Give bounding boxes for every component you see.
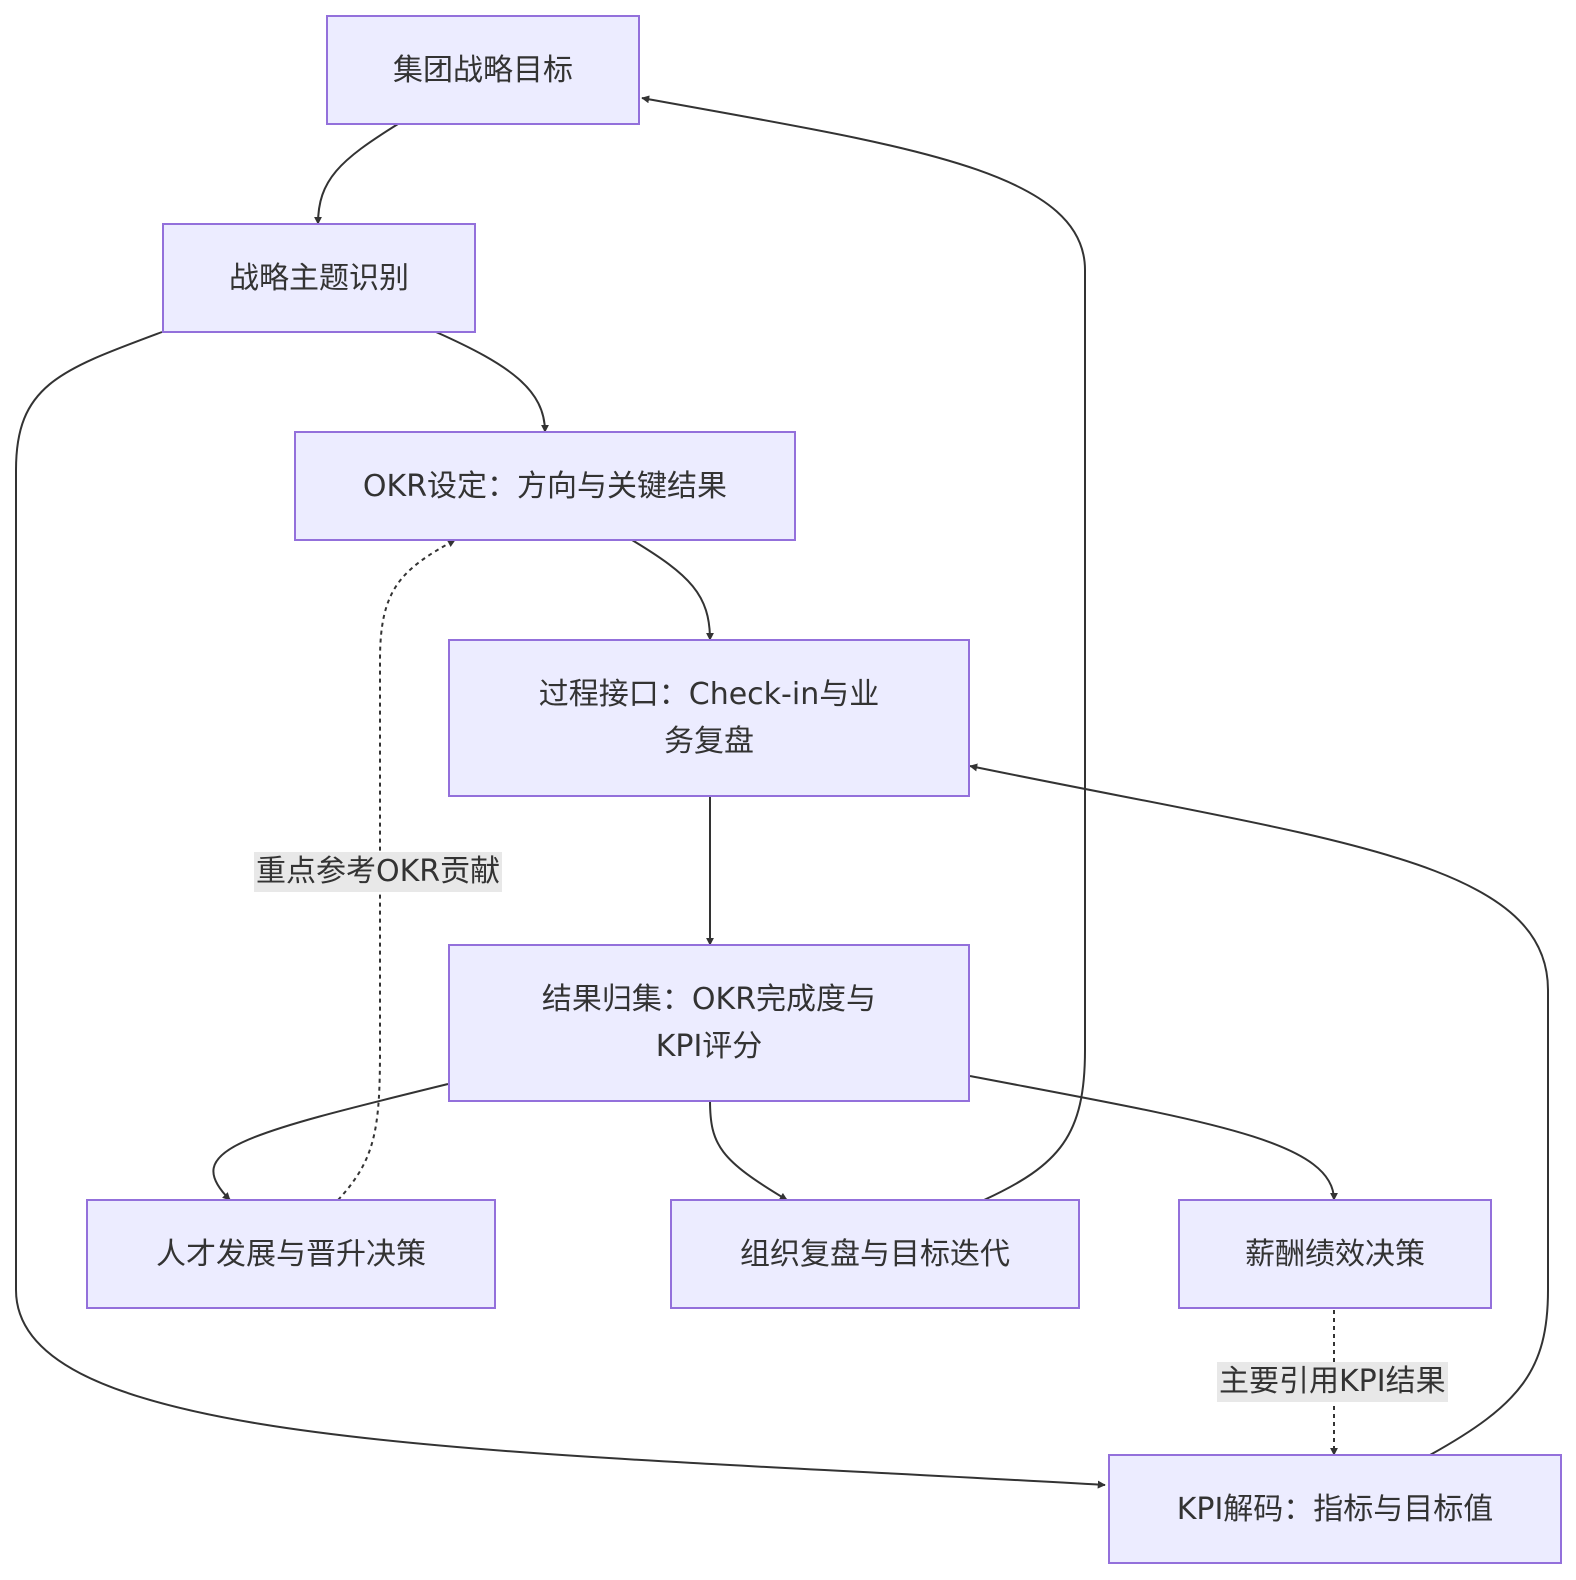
node-org-review[interactable]: 组织复盘与目标迭代 <box>670 1199 1080 1309</box>
edge-label-compensation-to-kpi: 主要引用KPI结果 <box>1217 1362 1448 1402</box>
node-theme-identification[interactable]: 战略主题识别 <box>162 223 476 333</box>
node-label: 战略主题识别 <box>229 260 409 296</box>
edge-result-to-talent <box>212 1083 449 1201</box>
node-label: 结果归集：OKR完成度与KPI评分 <box>541 982 877 1064</box>
node-label: 薪酬绩效决策 <box>1245 1236 1425 1272</box>
edge-theme-to-okr <box>435 331 549 433</box>
edge-result-to-org <box>709 1099 788 1201</box>
node-result-aggregation[interactable]: 结果归集：OKR完成度与KPI评分 <box>448 944 970 1102</box>
node-label: KPI解码：指标与目标值 <box>1176 1491 1494 1527</box>
node-compensation-decision[interactable]: 薪酬绩效决策 <box>1178 1199 1492 1309</box>
edge-result-to-compensation <box>969 1075 1338 1201</box>
edge-org-to-goal <box>641 95 1086 1201</box>
edge-okr-to-process <box>631 539 714 641</box>
node-process-interface[interactable]: 过程接口：Check-in与业务复盘 <box>448 639 970 797</box>
node-okr-setting[interactable]: OKR设定：方向与关键结果 <box>294 431 796 541</box>
node-strategic-goal[interactable]: 集团战略目标 <box>326 15 640 125</box>
edge-label-talent-to-okr: 重点参考OKR贡献 <box>254 852 503 892</box>
node-kpi-decode[interactable]: KPI解码：指标与目标值 <box>1108 1454 1562 1564</box>
edge-goal-to-theme <box>314 123 399 225</box>
node-label: 组织复盘与目标迭代 <box>740 1236 1010 1272</box>
edge-theme-to-kpi <box>15 331 1106 1489</box>
node-label: 集团战略目标 <box>393 52 573 88</box>
edge-kpi-to-process <box>969 763 1549 1456</box>
node-label: 人才发展与晋升决策 <box>156 1236 426 1272</box>
node-talent-decision[interactable]: 人才发展与晋升决策 <box>86 1199 496 1309</box>
node-label: 过程接口：Check-in与业务复盘 <box>538 677 880 759</box>
node-label: OKR设定：方向与关键结果 <box>362 468 728 504</box>
